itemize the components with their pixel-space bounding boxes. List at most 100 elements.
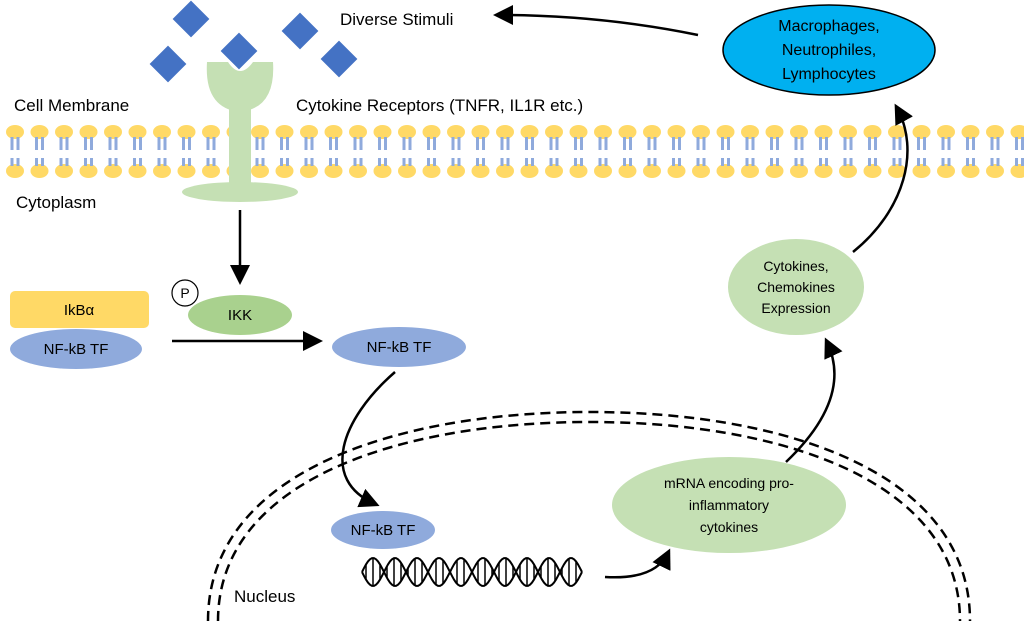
- lipid-tail: [702, 158, 706, 166]
- lipid-tail: [941, 158, 945, 166]
- cell-membrane-label: Cell Membrane: [14, 96, 129, 115]
- ikk-ellipse: [188, 295, 292, 335]
- nuclear-envelope: [206, 410, 972, 621]
- lipid-tail: [751, 158, 755, 166]
- lipid-tail: [647, 137, 651, 150]
- lipid-head: [30, 164, 49, 178]
- lipid-head: [618, 164, 637, 178]
- lipid-tail: [506, 158, 510, 166]
- arrow-nfkb-to-nucleus: [341, 371, 396, 508]
- ikba-box: [10, 291, 149, 328]
- lipid-tail: [653, 158, 657, 166]
- lipid-tail: [1015, 137, 1018, 150]
- cytokine-expression-line: Cytokines,: [763, 258, 828, 274]
- lipid-tail: [90, 137, 93, 150]
- lipid-tail: [261, 137, 265, 150]
- lipid-tail: [727, 137, 730, 150]
- lipid-tail: [874, 137, 877, 150]
- phospho-circle: [171, 279, 199, 307]
- lipid-head: [765, 164, 784, 178]
- lipid-tail: [923, 137, 926, 150]
- lipid-tail: [500, 137, 504, 150]
- lipid-tail: [898, 137, 902, 150]
- lipid-head: [618, 125, 637, 139]
- lipid-tail: [623, 137, 626, 150]
- lipid-tail: [868, 158, 871, 166]
- lipid-tail: [751, 137, 755, 150]
- lipid-head: [496, 125, 514, 139]
- lipid-tail: [770, 158, 773, 166]
- lipid-tail: [506, 137, 510, 150]
- lipid-head: [1010, 164, 1024, 178]
- lipid-head: [275, 125, 294, 139]
- lipid-head: [545, 164, 563, 178]
- lipid-tail: [139, 158, 142, 166]
- nfkb-nuclear-node: NF-kB TF: [331, 511, 435, 549]
- stimulus-diamond: [220, 32, 258, 70]
- lipid-tail: [59, 137, 63, 150]
- lipid-head: [300, 125, 318, 139]
- receptor-stem: [229, 108, 251, 192]
- lipid-head: [545, 125, 563, 139]
- lipid-tail: [359, 158, 363, 166]
- receptor-cup: [206, 62, 274, 112]
- lipid-tail: [286, 137, 289, 150]
- lipid-tail: [359, 137, 363, 150]
- lipid-tail: [678, 158, 681, 166]
- lipid-head: [104, 125, 122, 139]
- lipid-tail: [966, 137, 969, 150]
- cytokine-expression-ellipse: [728, 239, 864, 335]
- ikba-nfkb-complex: IkBα NF-kB TF: [10, 291, 149, 369]
- lipid-head: [741, 164, 759, 178]
- lipid-head: [961, 125, 980, 139]
- cell-membrane-bilayer: [6, 125, 1024, 178]
- arrow-dna-to-mrna: [604, 548, 671, 579]
- lipid-head: [349, 164, 367, 178]
- lipid-tail: [996, 158, 1000, 166]
- lipid-tail: [384, 137, 387, 150]
- lipid-head: [716, 164, 735, 178]
- lipid-tail: [819, 137, 822, 150]
- lipid-tail: [157, 158, 161, 166]
- lipid-tail: [629, 137, 632, 150]
- lipid-tail: [427, 137, 430, 150]
- lipid-head: [6, 125, 24, 139]
- lipid-tail: [84, 137, 87, 150]
- cytoplasm-label: Cytoplasm: [16, 193, 96, 212]
- lipid-head: [986, 164, 1004, 178]
- lipid-head: [986, 125, 1004, 139]
- lipid-tail: [776, 137, 779, 150]
- lipid-tail: [206, 137, 210, 150]
- nucleus-label: Nucleus: [234, 587, 295, 606]
- stimulus-diamond: [281, 12, 319, 50]
- lipid-head: [863, 125, 882, 139]
- lipid-tail: [212, 158, 216, 166]
- lipid-tail: [280, 137, 283, 150]
- lipid-tail: [898, 158, 902, 166]
- dna-strand: [361, 557, 583, 587]
- lipid-tail: [874, 158, 877, 166]
- ikba-label: IkBα: [64, 302, 95, 319]
- lipid-tail: [280, 158, 283, 166]
- lipid-tail: [868, 137, 871, 150]
- lipid-tail: [500, 158, 504, 166]
- lipid-head: [643, 164, 661, 178]
- pathway-arrows: [172, 5, 913, 579]
- lipid-tail: [457, 137, 461, 150]
- mrna-line: cytokines: [700, 519, 758, 535]
- lipid-tail: [133, 158, 136, 166]
- lipid-head: [202, 164, 220, 178]
- lipid-tail: [108, 137, 112, 150]
- lipid-tail: [378, 158, 381, 166]
- lipid-tail: [604, 158, 608, 166]
- lipid-tail: [574, 158, 577, 166]
- lipid-tail: [996, 137, 1000, 150]
- lipid-tail: [800, 137, 804, 150]
- lipid-tail: [555, 137, 559, 150]
- lipid-tail: [549, 158, 553, 166]
- lipid-head: [814, 125, 833, 139]
- lipid-tail: [800, 158, 804, 166]
- immune-cells-ellipse: [722, 4, 936, 96]
- lipid-tail: [65, 158, 69, 166]
- nfkb-free-label: NF-kB TF: [367, 339, 432, 356]
